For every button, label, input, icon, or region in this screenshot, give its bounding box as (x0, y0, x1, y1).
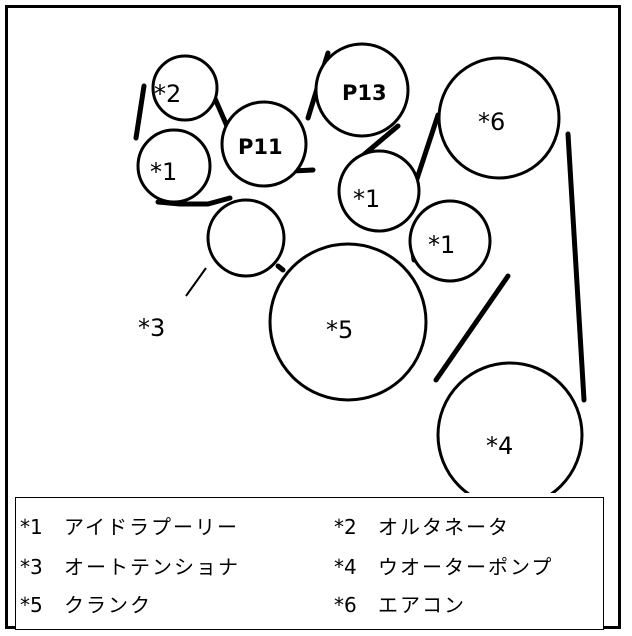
label-water-pump: *4 (486, 432, 513, 460)
tensioner-callout-line (185, 267, 207, 297)
legend-entry: *6 エアコン (334, 590, 466, 620)
pulley-alternator (151, 54, 219, 122)
legend-entry: *1 アイドラプーリー (20, 512, 239, 542)
pulley-idler-mid (337, 149, 421, 233)
pulley-aircon (437, 56, 561, 180)
label-crank: *5 (326, 316, 353, 344)
label-idler-mid: *1 (353, 185, 380, 213)
legend-entry: *4 ウオーターポンプ (334, 552, 553, 582)
legend-row: *1 アイドラプーリー *2 オルタネータ (16, 512, 603, 542)
label-idler-right: *1 (428, 231, 455, 259)
label-p13: P13 (342, 81, 387, 105)
legend-code: *3 (20, 555, 43, 579)
pulley-idler-right (408, 199, 492, 283)
legend-code: *6 (334, 593, 357, 617)
pulley-crank (268, 242, 428, 402)
legend-entry: *5 クランク (20, 590, 152, 620)
label-idler-top-left: *1 (150, 158, 177, 186)
label-p11: P11 (238, 135, 283, 159)
legend-text: アイドラプーリー (64, 515, 239, 539)
label-alternator: *2 (154, 80, 181, 108)
label-aircon: *6 (478, 108, 505, 136)
label-tensioner-callout: *3 (138, 314, 165, 342)
legend-code: *1 (20, 515, 43, 539)
legend-box: *1 アイドラプーリー *2 オルタネータ *3 オートテンショナ *4 ウオーターポン… (15, 497, 604, 630)
legend-text: エアコン (378, 593, 466, 617)
legend-row: *5 クランク *6 エアコン (16, 590, 603, 620)
legend-code: *5 (20, 593, 43, 617)
legend-text: クランク (64, 593, 152, 617)
pulley-tensioner (206, 198, 286, 278)
pulley-p13 (314, 42, 410, 138)
pulley-idler-top-left (136, 128, 212, 204)
legend-code: *2 (334, 515, 357, 539)
figure-frame: *2 *1 P11 P13 *1 *6 *1 *3 *5 *4 *1 アイドラプー… (5, 5, 621, 630)
legend-entry: *3 オートテンショナ (20, 552, 240, 582)
belt-routing-diagram: *2 *1 P11 P13 *1 *6 *1 *3 *5 *4 (133, 42, 587, 493)
legend-text: ウオーターポンプ (378, 555, 554, 579)
pulley-p11 (220, 100, 308, 188)
pulley-water-pump (436, 361, 584, 493)
legend-text: オートテンショナ (64, 555, 240, 579)
legend-code: *4 (334, 555, 357, 579)
legend-row: *3 オートテンショナ *4 ウオーターポンプ (16, 552, 603, 582)
legend-text: オルタネータ (378, 515, 510, 539)
legend-entry: *2 オルタネータ (334, 512, 510, 542)
